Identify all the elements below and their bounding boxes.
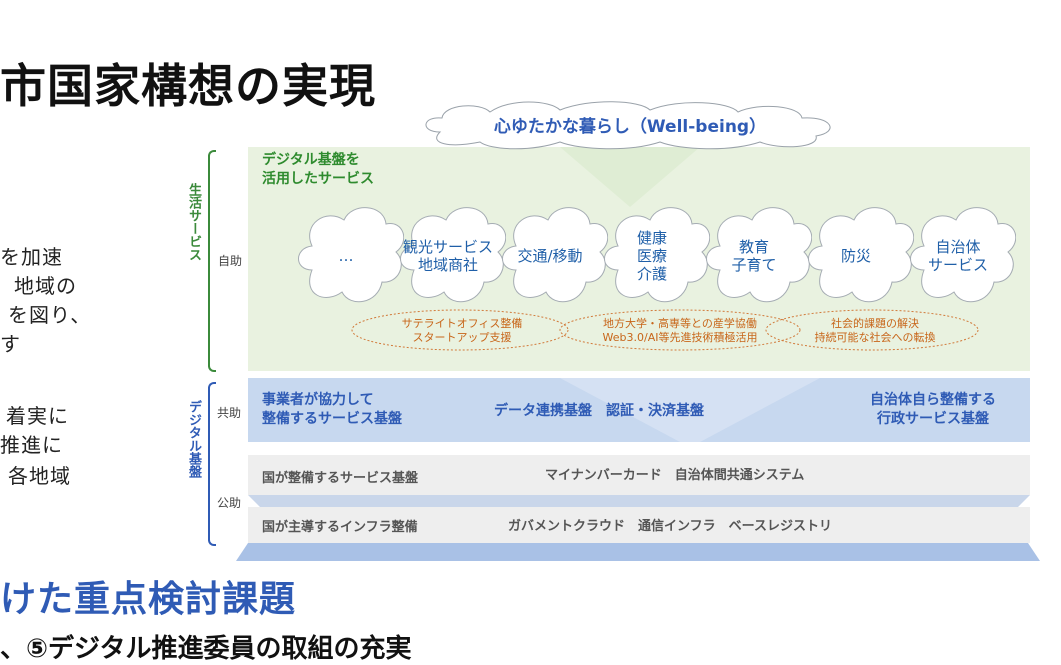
digital-base-bracket bbox=[208, 382, 216, 546]
cloud-transport-label: 交通/移動 bbox=[517, 247, 583, 265]
foundation-base bbox=[236, 543, 1040, 561]
national-band-center-text: マイナンバーカード 自治体間共通システム bbox=[545, 468, 805, 483]
left-text-line: を図り、 bbox=[8, 303, 92, 327]
joint-band-highlight bbox=[560, 378, 820, 442]
cloud-ellipsis-label: … bbox=[338, 247, 354, 265]
page-title: 市国家構想の実現 bbox=[0, 59, 376, 113]
cloud-disaster-icon bbox=[808, 207, 914, 303]
public-help-label: 公助 bbox=[217, 496, 242, 510]
cloud-tourism-icon bbox=[400, 207, 506, 303]
infrastructure-band bbox=[248, 507, 1030, 543]
cloud-municipal-label: 自治体 サービス bbox=[927, 238, 988, 274]
left-text-line: を加速 bbox=[0, 245, 63, 269]
cloud-health-label: 健康 医療 介護 bbox=[636, 229, 667, 283]
wellbeing-cloud-icon bbox=[425, 101, 831, 150]
wellbeing-beam bbox=[560, 147, 700, 207]
sub-heading: 、⑤デジタル推進委員の取組の充実 bbox=[0, 634, 412, 664]
cloud-ellipsis-icon bbox=[298, 207, 404, 303]
cloud-health-icon bbox=[604, 207, 710, 303]
section-title: けた重点検討課題 bbox=[0, 579, 297, 620]
wellbeing-label: 心ゆたかな暮らし（Well-being） bbox=[493, 117, 767, 137]
left-text-line: 推進に bbox=[0, 433, 63, 457]
digital-services-label: デジタル基盤を 活用したサービス bbox=[262, 152, 374, 187]
ellipse-text-social: 社会的課題の解決 持続可能な社会への転換 bbox=[814, 317, 936, 344]
cloud-education-label: 教育 子育て bbox=[731, 238, 777, 274]
joint-band-right-text: 自治体自ら整備する 行政サービス基盤 bbox=[870, 392, 996, 427]
initiative-ellipses bbox=[351, 309, 979, 351]
ellipse-text-university: 地方大学・高専等との産学協働 Web3.0/AI等先進技術積極活用 bbox=[602, 317, 758, 344]
joint-band-center-text: データ連携基盤 認証・決済基盤 bbox=[494, 403, 704, 419]
life-services-bracket bbox=[208, 150, 216, 372]
left-text-line: 各地域 bbox=[8, 464, 71, 488]
cloud-transport-icon bbox=[502, 207, 608, 303]
life-services-label: 生活サービス bbox=[186, 183, 201, 261]
national-service-base-band bbox=[248, 455, 1030, 495]
joint-band-left-text: 事業者が協力して 整備するサービス基盤 bbox=[262, 392, 402, 427]
left-text-line: 地域の bbox=[14, 274, 77, 298]
cloud-education-icon bbox=[706, 207, 812, 303]
infra-band-center-text: ガバメントクラウド 通信インフラ ベースレジストリ bbox=[508, 519, 832, 534]
separator-slope bbox=[248, 495, 1030, 507]
cloud-tourism-label: 観光サービス 地域商社 bbox=[402, 238, 493, 274]
cloud-disaster-label: 防災 bbox=[840, 247, 871, 265]
digital-base-label: デジタル基盤 bbox=[186, 400, 201, 478]
mutual-help-label: 共助 bbox=[217, 406, 242, 420]
ellipse-text-satellite: サテライトオフィス整備 スタートアップ支援 bbox=[401, 317, 523, 344]
cloud-municipal-icon bbox=[910, 207, 1016, 303]
left-text-line: す bbox=[0, 332, 21, 356]
left-text-line: 着実に bbox=[6, 404, 69, 428]
national-band-left-text: 国が整備するサービス基盤 bbox=[262, 471, 419, 486]
infra-band-left-text: 国が主導するインフラ整備 bbox=[262, 520, 418, 535]
self-help-label: 自助 bbox=[218, 254, 243, 268]
